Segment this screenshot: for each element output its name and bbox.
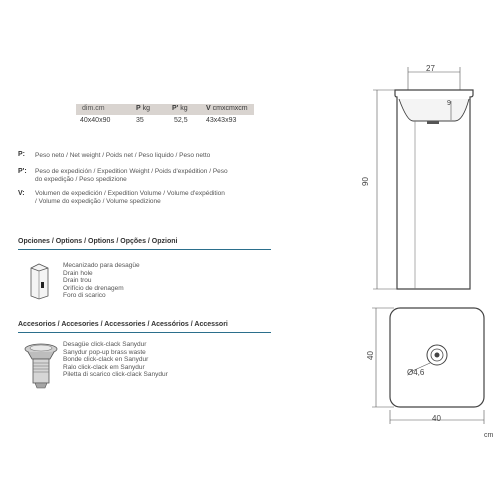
legend-text-p: Peso neto / Net weight / Poids net / Pes… <box>35 152 211 159</box>
legend-text-p2: Peso de expedición / Expedition Weight /… <box>35 168 228 183</box>
col-dim: dim.cm <box>82 105 105 112</box>
col-p: P kg <box>136 105 151 112</box>
cell-p2: 52,5 <box>174 117 188 124</box>
legend-key-p: P: <box>18 151 25 158</box>
options-title: Opciones / Options / Options / Opções / … <box>18 238 178 245</box>
cell-v: 43x43x93 <box>206 117 237 124</box>
dim-plan-depth: 40 <box>366 351 375 360</box>
options-item-text: Mecanizado para desagüe Drain hole Drain… <box>63 262 140 300</box>
accessories-divider <box>18 332 271 333</box>
dim-top-width: 27 <box>426 64 435 73</box>
cell-dim: 40x40x90 <box>80 117 111 124</box>
popup-waste-icon <box>24 343 58 389</box>
dim-basin-depth: 9 <box>447 100 451 107</box>
side-view-drawing <box>373 67 474 290</box>
accessories-title: Accesorios / Accesories / Accessories / … <box>18 321 228 328</box>
legend-key-v: V: <box>18 190 25 197</box>
legend-text-v: Volumen de expedición / Expedition Volum… <box>35 190 225 205</box>
plan-view-drawing <box>372 307 485 424</box>
col-v: V cmxcmxcm <box>206 105 248 112</box>
dim-height: 90 <box>361 177 370 186</box>
unit-label: cm <box>484 432 494 439</box>
cell-p: 35 <box>136 117 144 124</box>
options-divider <box>18 249 271 250</box>
accessories-item-text: Desagüe click-clack Sanydur Sanydur pop-… <box>63 341 168 379</box>
dim-plan-width: 40 <box>432 414 441 423</box>
spec-table-header: dim.cm P kg P' kg V cmxcmxcm <box>76 104 254 115</box>
col-p2: P' kg <box>172 105 188 112</box>
drain-hole-icon <box>30 263 49 300</box>
dim-drain-diameter: Ø4,6 <box>407 368 425 377</box>
spec-table-row: 40x40x90 35 52,5 43x43x93 <box>76 116 254 126</box>
legend-key-p2: P': <box>18 168 27 175</box>
